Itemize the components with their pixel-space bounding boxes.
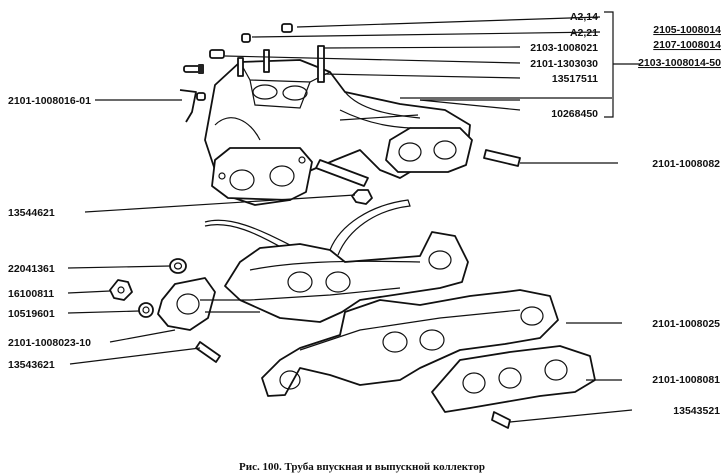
exhaust-manifold-lower-drawing — [261, 289, 559, 397]
label-2103-1008021: 2103-1008021 — [530, 42, 598, 54]
label-2101-1008016-01: 2101-1008016-01 — [8, 95, 91, 107]
label-2101-1008025: 2101-1008025 — [652, 318, 720, 330]
intake-manifold-drawing — [204, 59, 473, 206]
label-13543521: 13543521 — [673, 405, 720, 417]
figure-caption: Рис. 100. Труба впускная и выпускной кол… — [239, 461, 485, 473]
label-2103-1008014-50: 2103-1008014-50 — [638, 57, 721, 69]
label-a2-14: A2,14 — [570, 11, 598, 23]
gasket-drawing — [431, 345, 596, 429]
callout-labels: A2,14 A2,21 2103-1008021 2101-1303030 13… — [8, 11, 721, 417]
label-2107-1008014: 2107-1008014 — [653, 39, 721, 51]
label-a2-21: A2,21 — [570, 27, 598, 39]
label-2101-1303030: 2101-1303030 — [530, 58, 598, 70]
label-22041361: 22041361 — [8, 263, 55, 275]
leader-lines — [67, 11, 640, 423]
label-13517511: 13517511 — [552, 73, 598, 85]
studs-drawing — [179, 23, 521, 205]
label-2105-1008014: 2105-1008014 — [653, 24, 721, 36]
label-13544621: 13544621 — [8, 207, 55, 219]
label-10519601: 10519601 — [8, 308, 55, 320]
label-2101-1008023-10: 2101-1008023-10 — [8, 337, 91, 349]
label-13543621: 13543621 — [8, 359, 55, 371]
label-2101-1008081: 2101-1008081 — [652, 374, 720, 386]
label-10268450: 10268450 — [551, 108, 598, 120]
label-16100811: 16100811 — [8, 288, 54, 300]
label-2101-1008082: 2101-1008082 — [652, 158, 720, 170]
washers-drawing — [109, 258, 221, 363]
exhaust-manifold-upper-drawing — [157, 199, 469, 331]
